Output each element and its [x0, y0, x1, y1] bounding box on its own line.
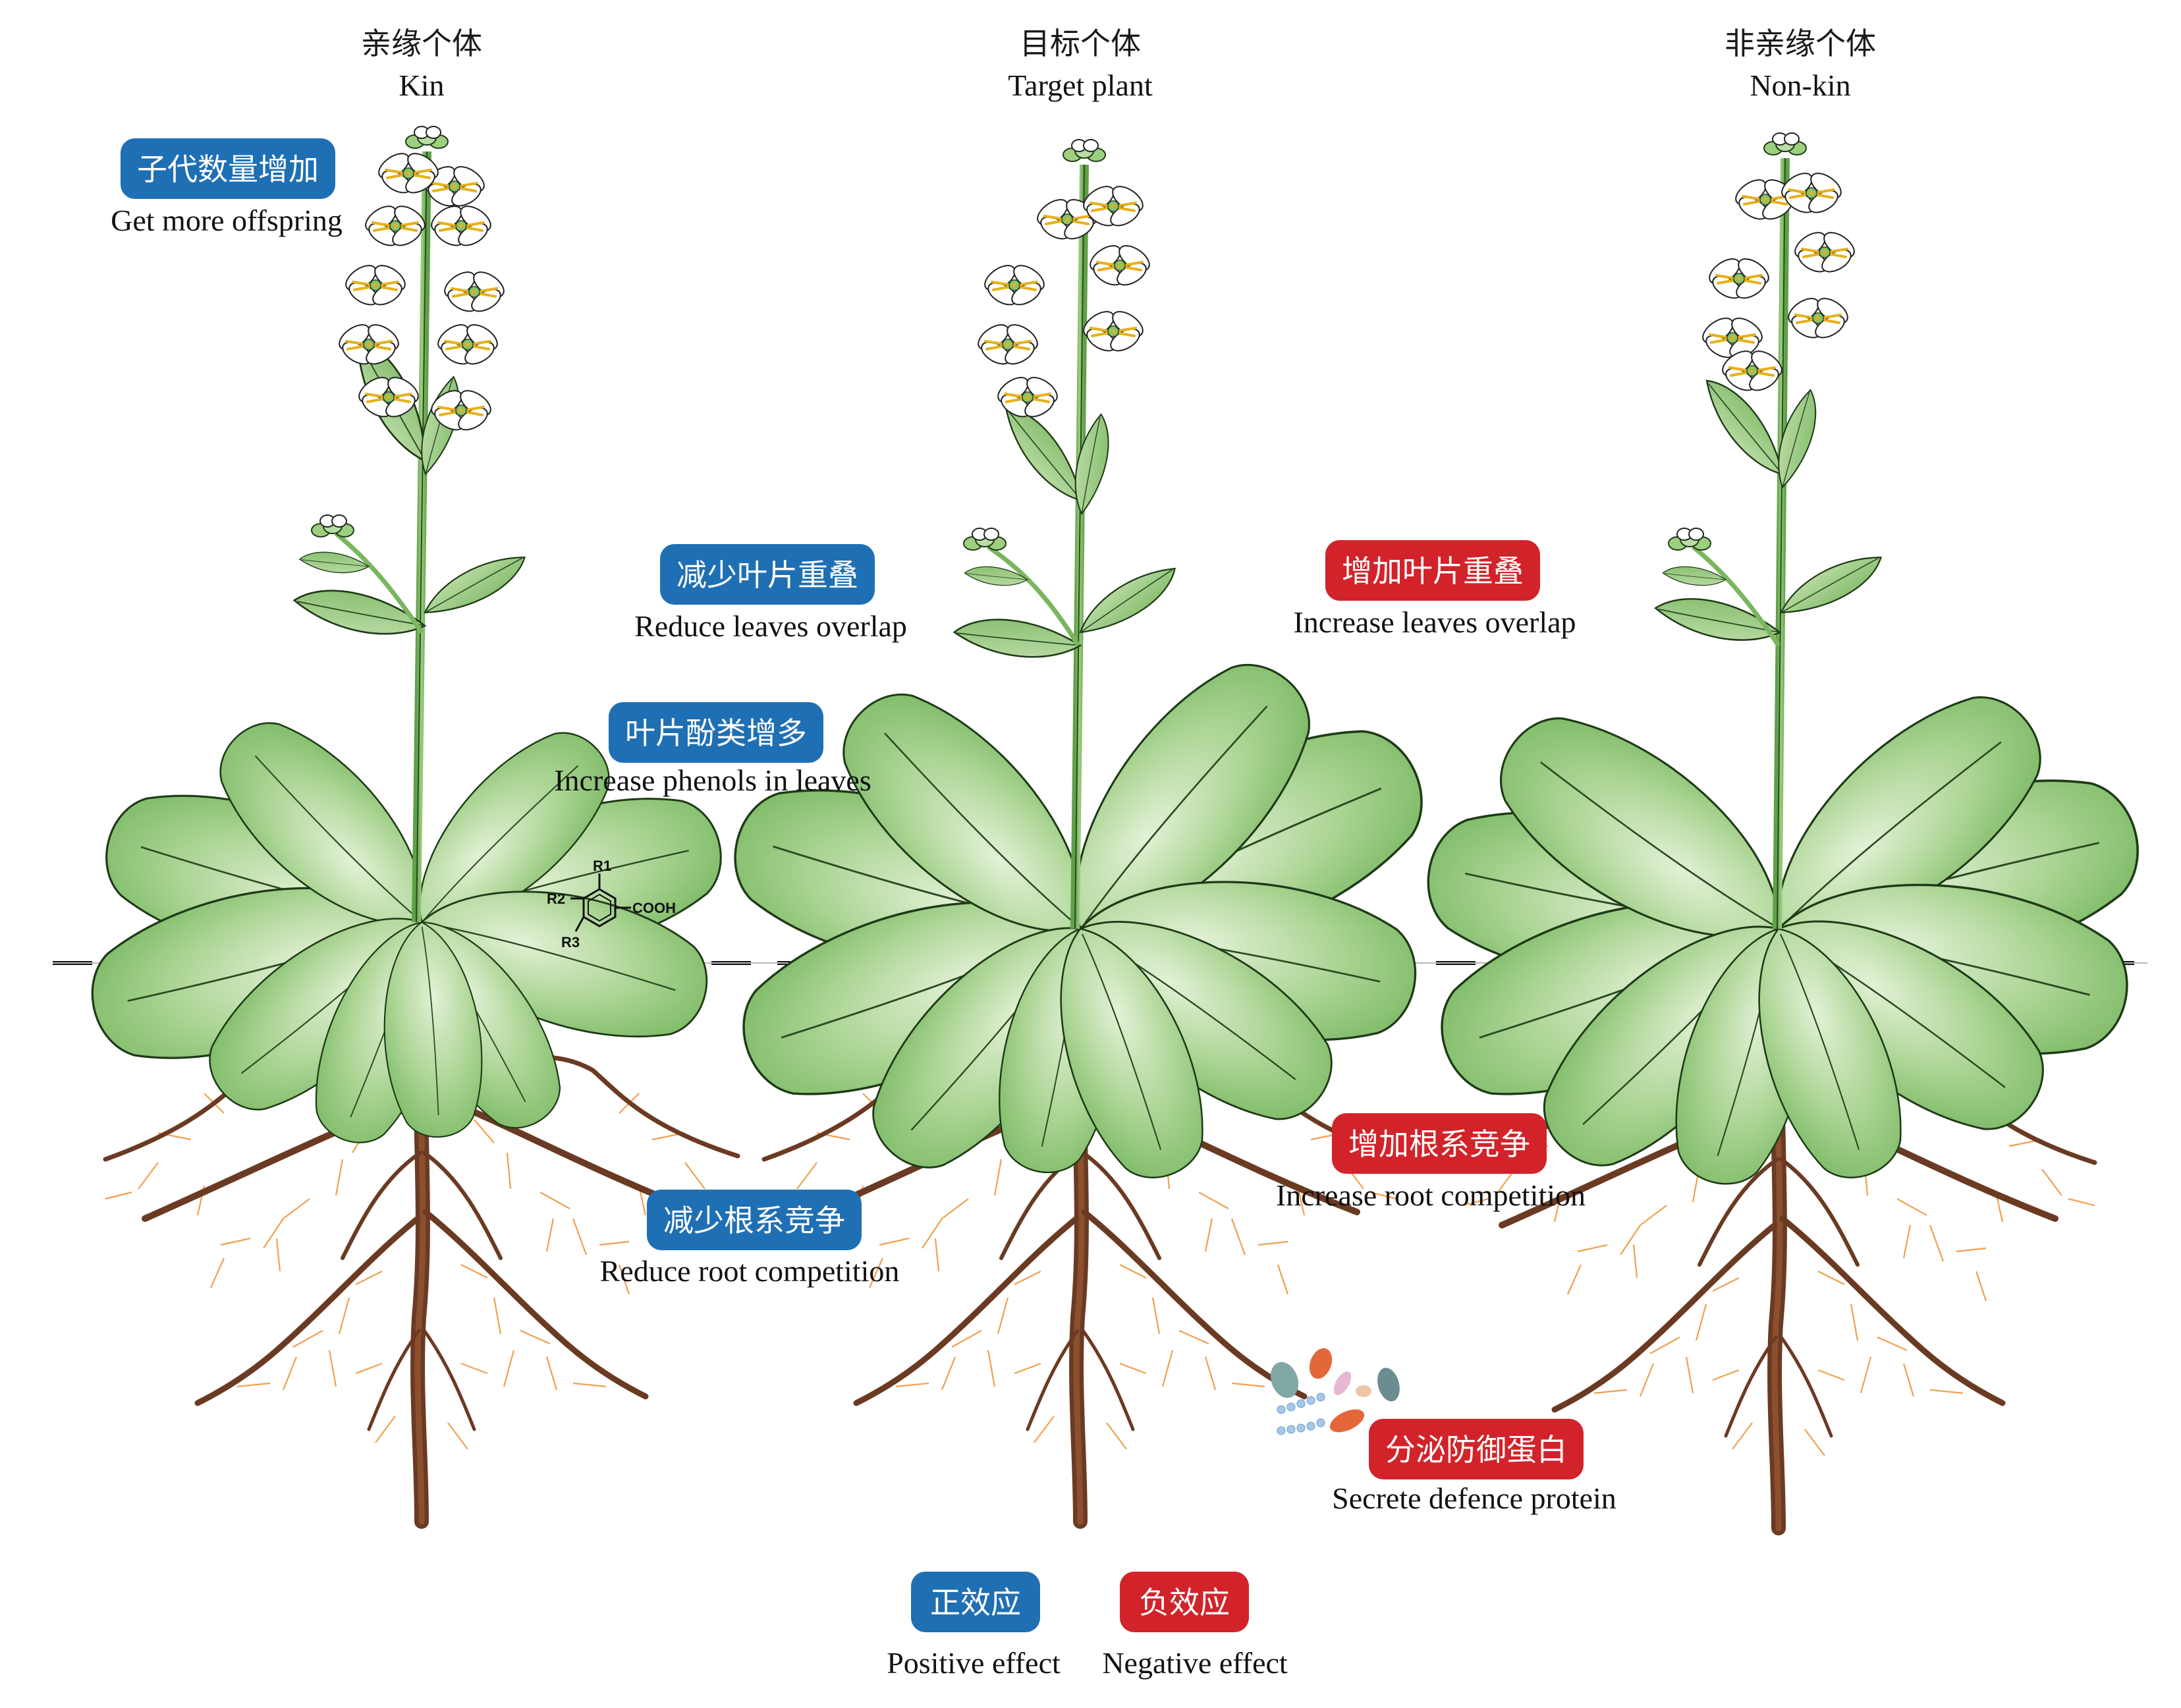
effect-reduce-root-zh: 减少根系竞争	[663, 1203, 845, 1238]
title-target-zh: 目标个体	[1020, 26, 1141, 61]
legend-positive: 正效应 Positive effect	[887, 1572, 1061, 1680]
negative-badge	[1120, 1572, 1249, 1632]
legend-positive-en: Positive effect	[887, 1646, 1061, 1680]
effect-phenols-en: Increase phenols in leaves	[554, 763, 871, 797]
positive-badge	[121, 138, 335, 199]
title-nonkin: 非亲缘个体 Non-kin	[1725, 26, 1876, 102]
phenol-structure: R1 R2 R3 COOH	[547, 858, 676, 950]
effect-defence: 分泌防御蛋白 Secrete defence protein	[1332, 1419, 1616, 1515]
title-nonkin-zh: 非亲缘个体	[1725, 26, 1876, 61]
negative-badge	[1325, 540, 1540, 601]
effect-increase-overlap-zh: 增加叶片重叠	[1342, 553, 1524, 589]
negative-badge	[1369, 1419, 1584, 1479]
effect-phenols-zh: 叶片酚类增多	[625, 715, 807, 751]
effect-defence-zh: 分泌防御蛋白	[1385, 1432, 1567, 1468]
chem-cooh: COOH	[632, 900, 676, 916]
title-nonkin-en: Non-kin	[1750, 69, 1850, 102]
title-kin-zh: 亲缘个体	[361, 26, 482, 61]
title-kin-en: Kin	[399, 69, 445, 102]
effect-reduce-root-en: Reduce root competition	[600, 1254, 900, 1288]
chem-r3: R3	[561, 934, 580, 950]
plant-target	[716, 139, 1450, 1522]
effect-offspring-zh: 子代数量增加	[137, 152, 319, 187]
title-target: 目标个体 Target plant	[1008, 26, 1153, 102]
positive-badge	[911, 1572, 1040, 1632]
title-target-en: Target plant	[1008, 69, 1153, 102]
positive-badge	[647, 1190, 862, 1250]
effect-increase-overlap-en: Increase leaves overlap	[1293, 605, 1576, 639]
effect-increase-root-en: Increase root competition	[1276, 1178, 1586, 1212]
effect-offspring-en: Get more offspring	[111, 204, 343, 237]
plant-kin	[74, 126, 738, 1522]
effect-defence-en: Secrete defence protein	[1332, 1481, 1616, 1515]
plant-nonkin	[1414, 132, 2158, 1528]
legend: 正效应 Positive effect 负效应 Negative effect	[887, 1572, 1288, 1680]
chem-r2: R2	[547, 891, 565, 907]
negative-badge	[1332, 1113, 1547, 1174]
effect-reduce-root: 减少根系竞争 Reduce root competition	[600, 1190, 900, 1288]
positive-badge	[660, 544, 875, 605]
rosette-target	[716, 633, 1450, 1197]
effect-increase-root-zh: 增加根系竞争	[1348, 1126, 1530, 1162]
legend-negative-zh: 负效应	[1139, 1585, 1230, 1620]
effect-reduce-overlap-en: Reduce leaves overlap	[634, 609, 907, 643]
legend-positive-zh: 正效应	[930, 1585, 1021, 1620]
effect-offspring: 子代数量增加 Get more offspring	[111, 138, 343, 237]
legend-negative: 负效应 Negative effect	[1102, 1572, 1288, 1680]
defence-protein-particles	[1270, 1348, 1400, 1435]
effect-phenols: 叶片酚类增多 Increase phenols in leaves	[554, 702, 871, 797]
effect-reduce-overlap-zh: 减少叶片重叠	[676, 557, 858, 593]
effect-increase-root: 增加根系竞争 Increase root competition	[1276, 1113, 1586, 1212]
legend-negative-en: Negative effect	[1102, 1646, 1288, 1680]
effect-increase-overlap: 增加叶片重叠 Increase leaves overlap	[1293, 540, 1576, 639]
chem-r1: R1	[593, 858, 611, 874]
effect-reduce-overlap: 减少叶片重叠 Reduce leaves overlap	[634, 544, 907, 643]
title-kin: 亲缘个体 Kin	[361, 26, 482, 102]
positive-badge	[609, 702, 823, 763]
